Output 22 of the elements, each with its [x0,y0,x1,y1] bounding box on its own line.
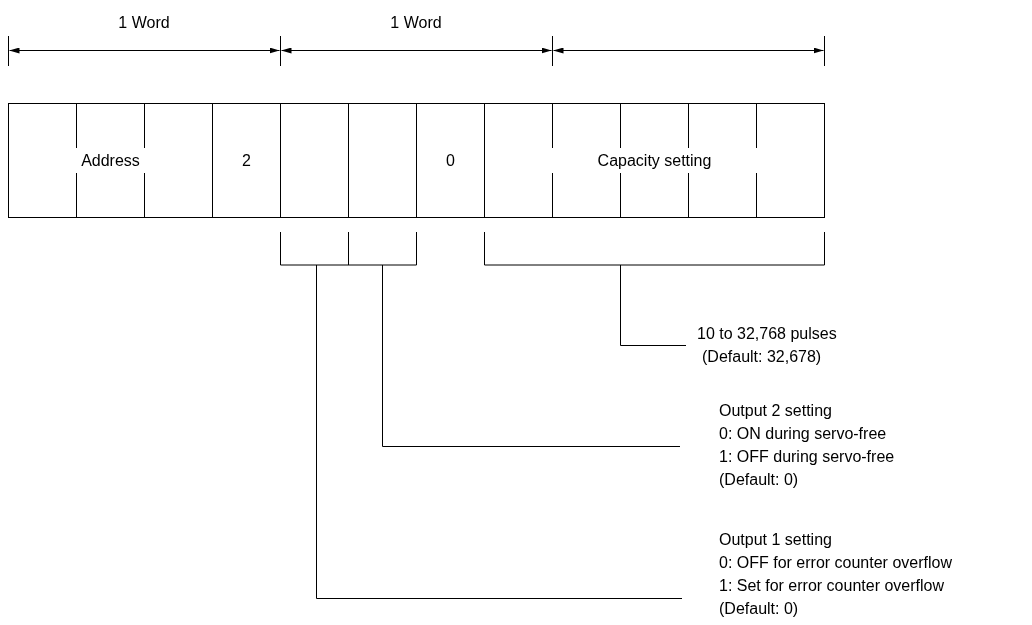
field-label: Capacity setting [596,151,713,170]
note-line: 0: OFF for error counter overflow [719,553,952,573]
note-heading: Output 2 setting [719,401,833,421]
leader-line [620,264,687,346]
bit-cell [348,103,417,218]
note-line: 1: OFF during servo-free [719,447,895,467]
bit-field [416,103,485,218]
bit-field [212,103,281,218]
bit-field [8,103,213,218]
note-line: (Default: 0) [719,470,800,490]
note-heading: 10 to 32,768 pulses [697,324,837,344]
leader-line [316,264,683,599]
dimension-label: 1 Word [118,14,170,32]
dimension-label: 1 Word [390,14,442,32]
bit-cell [280,103,349,218]
note-line: 1: Set for error counter overflow [719,576,945,596]
note-heading: Output 1 setting [719,530,833,550]
note-line: (Default: 32,678) [701,347,823,367]
note-line: 0: ON during servo-free [719,424,888,444]
leader-line [382,264,681,447]
bit-field [484,103,825,218]
note-line: (Default: 0) [719,599,800,619]
